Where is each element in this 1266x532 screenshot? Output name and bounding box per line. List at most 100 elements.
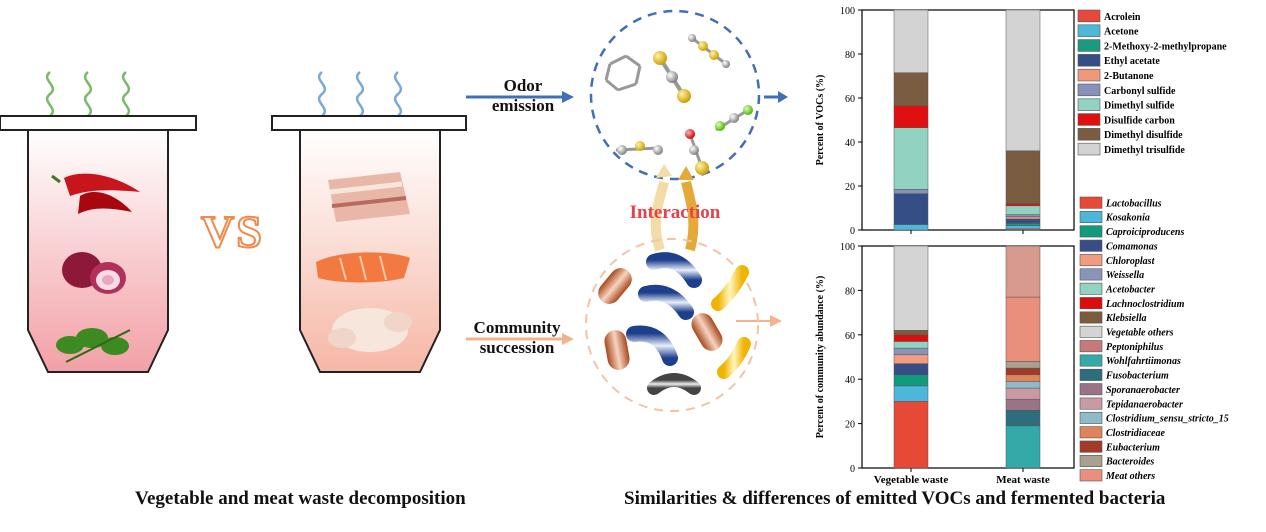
salmon-icon bbox=[316, 252, 410, 283]
x-tick-label: Vegetable waste bbox=[874, 474, 949, 486]
dimethyl-trisulfide-molecule-icon bbox=[688, 34, 730, 68]
bar-segment bbox=[1005, 9, 1041, 152]
dimethyl-sulfide-molecule-icon bbox=[615, 141, 663, 155]
caption-right: Similarities & differences of emitted VO… bbox=[624, 488, 1166, 509]
legend-swatch bbox=[1077, 24, 1101, 37]
caption-left: Vegetable and meat waste decomposition bbox=[135, 488, 466, 509]
legend-label: Klebsiella bbox=[1105, 313, 1147, 324]
bar-segment bbox=[893, 347, 929, 356]
bacteria-output-arrow bbox=[736, 315, 782, 327]
parsley-icon bbox=[56, 328, 131, 363]
legend-swatch bbox=[1079, 354, 1103, 367]
legend-label: Clostridium_sensu_stricto_15 bbox=[1106, 414, 1229, 425]
legend-swatch bbox=[1079, 426, 1103, 439]
bar-segment bbox=[893, 193, 929, 225]
legend-label: Comamonas bbox=[1106, 241, 1158, 252]
odor-emission-arrow bbox=[466, 91, 574, 103]
legend-label: Dimethyl trisulfide bbox=[1104, 145, 1185, 156]
legend-swatch bbox=[1079, 454, 1103, 467]
rod-bacterium-icon bbox=[691, 313, 723, 351]
legend-swatch bbox=[1079, 469, 1103, 482]
legend-swatch bbox=[1079, 397, 1103, 410]
legend-label: Eubacterium bbox=[1105, 442, 1160, 453]
curved-grey-bacterium-icon bbox=[647, 373, 701, 395]
y-tick-label: 40 bbox=[845, 375, 855, 386]
carbonyl-sulfide-molecule-icon bbox=[653, 51, 691, 103]
legend-swatch bbox=[1077, 54, 1101, 67]
odor-emission-label-line1: Odor bbox=[503, 76, 543, 95]
legend-swatch bbox=[1079, 368, 1103, 381]
legend-label: Clostridiaceae bbox=[1106, 428, 1165, 439]
legend-swatch bbox=[1079, 383, 1103, 396]
x-tick-label: Meat waste bbox=[996, 474, 1050, 486]
bar-segment bbox=[1005, 245, 1041, 298]
y-tick-label: 100 bbox=[840, 242, 855, 253]
legend-label: 2-Methoxy-2-methylpropane bbox=[1104, 41, 1227, 52]
y-axis-label: Percent of VOCs (%) bbox=[815, 75, 826, 166]
rod-bacterium-icon bbox=[604, 330, 630, 370]
curved-bacterium-icon bbox=[638, 284, 694, 320]
legend-label: Acetobacter bbox=[1105, 284, 1155, 295]
legend-label: Lachnoclostridium bbox=[1105, 299, 1185, 310]
rod-bacterium-icon bbox=[598, 268, 632, 304]
acrolein-molecule-icon bbox=[685, 129, 709, 175]
y-tick-label: 80 bbox=[845, 286, 855, 297]
bar-segment bbox=[1005, 216, 1041, 220]
bar-segment bbox=[1005, 218, 1041, 224]
vegetable-waste-bin bbox=[0, 71, 197, 373]
legend-label: Kosakonia bbox=[1105, 213, 1150, 224]
y-axis-label: Percent of community abundance (%) bbox=[815, 276, 826, 439]
legend-swatch bbox=[1079, 297, 1103, 310]
legend-swatch bbox=[1079, 196, 1103, 209]
odor-emission-label-line2: emission bbox=[491, 96, 555, 115]
legend-label: Fusobacterium bbox=[1105, 371, 1169, 382]
legend-swatch bbox=[1077, 39, 1101, 52]
chart-frame bbox=[861, 9, 1075, 231]
legend-label: Chloroplast bbox=[1106, 256, 1156, 267]
bar-segment bbox=[1005, 150, 1041, 204]
y-tick-label: 20 bbox=[845, 420, 855, 431]
legend-swatch bbox=[1077, 128, 1101, 141]
bar-segment bbox=[1005, 225, 1041, 230]
legend-label: Peptoniphilus bbox=[1106, 342, 1163, 353]
legend-swatch bbox=[1079, 268, 1103, 281]
bar-segment bbox=[1005, 205, 1041, 215]
legend-swatch bbox=[1079, 254, 1103, 267]
bar-segment bbox=[893, 374, 929, 387]
bar-segment bbox=[1005, 203, 1041, 207]
onion-icon bbox=[62, 252, 126, 294]
odor-emission-label: Odor emission bbox=[478, 76, 568, 116]
bar-segment bbox=[1005, 361, 1041, 369]
chili-pepper-icon bbox=[51, 173, 140, 214]
bin-rim bbox=[271, 115, 467, 131]
bar-segment bbox=[893, 401, 929, 469]
bar-segment bbox=[893, 189, 929, 194]
legend-swatch bbox=[1079, 225, 1103, 238]
bar-segment bbox=[893, 385, 929, 402]
xylene-molecule-icon bbox=[604, 54, 642, 92]
bar-segment bbox=[1005, 374, 1041, 382]
bar-segment bbox=[893, 72, 929, 106]
bin-rim bbox=[0, 115, 197, 131]
legend-label: Bacteroides bbox=[1105, 457, 1154, 468]
legend-swatch bbox=[1079, 211, 1103, 224]
legend-swatch bbox=[1079, 239, 1103, 252]
chlorinated-molecule-icon bbox=[715, 105, 753, 132]
community-succession-label: Community succession bbox=[462, 318, 572, 358]
legend-label: Caproiciproducens bbox=[1106, 227, 1184, 238]
odor-wave-icon-blue bbox=[317, 71, 403, 117]
bacteria-community-circle bbox=[585, 238, 759, 412]
legend-label: Weissella bbox=[1106, 270, 1144, 281]
bar-segment bbox=[1005, 381, 1041, 389]
vs-label: VS bbox=[200, 205, 264, 258]
legend-label: Dimethyl disulfide bbox=[1104, 130, 1183, 141]
curved-yellow-bacterium-icon bbox=[717, 337, 751, 379]
interaction-label: Interaction bbox=[629, 202, 721, 223]
legend-swatch bbox=[1079, 411, 1103, 424]
y-tick-label: 0 bbox=[850, 226, 855, 237]
y-tick-label: 60 bbox=[845, 94, 855, 105]
bar-segment bbox=[893, 224, 929, 231]
raw-chicken-icon bbox=[328, 308, 412, 352]
